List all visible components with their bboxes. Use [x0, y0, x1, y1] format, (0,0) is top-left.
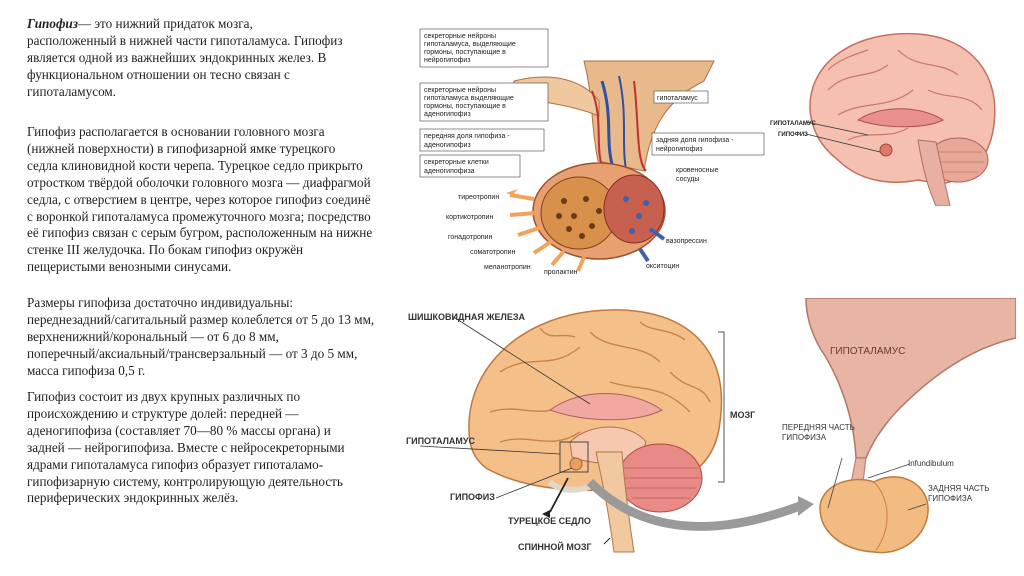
hormone-label: пролактин: [544, 269, 578, 276]
label-posterior-1: ЗАДНЯЯ ЧАСТЬ: [928, 484, 990, 493]
hormone-label: вазопрессин: [666, 238, 707, 245]
label-neurons-adeno-4: аденогипофиз: [424, 111, 471, 118]
label-posterior-lobe-1: задняя доля гипофиза -: [656, 137, 734, 144]
brain-pituitary-figure: ШИШКОВИДНАЯ ЖЕЛЕЗА МОЗГ ГИПОТАЛАМУС ГИПО…: [400, 292, 816, 560]
hormone-label: гонадотропин: [448, 234, 493, 241]
label-pituitary: ГИПОФИЗ: [778, 132, 808, 138]
label-neurons-neuro-4: нейрогипофиз: [424, 56, 470, 64]
label-neurons-neuro-3: гормоны, поступающие в: [424, 49, 506, 56]
structure-paragraph: Гипофиз состоит из двух крупных различны…: [27, 389, 417, 507]
label-anterior-lobe-2: аденогипофиз: [424, 142, 471, 149]
label-anterior-lobe-1: передняя доля гипофиза -: [424, 133, 510, 140]
label-spinal-cord: СПИННОЙ МОЗГ: [518, 541, 592, 552]
location-paragraph: Гипофиз располагается в основании головн…: [27, 124, 427, 276]
label-vessels-2: сосуды: [676, 176, 699, 183]
size-paragraph: Размеры гипофиза достаточно индивидуальн…: [27, 295, 447, 380]
label-posterior-2: ГИПОФИЗА: [928, 494, 973, 503]
hormone-label: тиреотропин: [458, 194, 499, 201]
intro-paragraph: Гипофиз— это нижний придаток мозга, расп…: [27, 16, 347, 101]
label-sella-turcica: ТУРЕЦКОЕ СЕДЛО: [508, 516, 591, 526]
label-vessels-1: кровеносные: [676, 167, 719, 174]
term-hypophysis: Гипофиз: [27, 16, 78, 31]
label-neurons-adeno-1: секреторные нейроны: [424, 86, 496, 94]
label-hypothalamus: ГИПОТАЛАМУС: [830, 346, 905, 357]
label-neurons-adeno-2: гипоталамуса выделяющие: [424, 95, 514, 102]
label-hypothalamus: ГИПОТАЛАМУС: [406, 436, 475, 446]
brain-sagittal-small-figure: ГИПОТАЛАМУС ГИПОФИЗ: [768, 20, 1016, 206]
label-secretory-cells-1: секреторные клетки: [424, 159, 489, 166]
label-infundibulum: Infundibulum: [908, 459, 954, 468]
label-brain: МОЗГ: [730, 410, 755, 420]
hormone-label: меланотропин: [484, 264, 531, 271]
label-pineal-gland: ШИШКОВИДНАЯ ЖЕЛЕЗА: [408, 312, 525, 322]
label-neurons-neuro-2: гипоталамуса, выделяющие: [424, 41, 516, 48]
label-anterior-1: ПЕРЕДНЯЯ ЧАСТЬ: [782, 423, 855, 432]
label-hypothalamus: ГИПОТАЛАМУС: [770, 121, 817, 127]
pituitary-closeup-figure: ГИПОТАЛАМУС ПЕРЕДНЯЯ ЧАСТЬ ГИПОФИЗА Infu…: [780, 298, 1016, 560]
label-anterior-2: ГИПОФИЗА: [782, 433, 827, 442]
label-posterior-lobe-2: нейрогипофиз: [656, 145, 702, 153]
pituitary-detail-figure: секреторные нейроны гипоталамуса, выделя…: [414, 21, 766, 277]
hormone-label: соматотропин: [470, 249, 516, 256]
label-pituitary: ГИПОФИЗ: [450, 492, 495, 502]
label-secretory-cells-2: аденогипофиза: [424, 168, 475, 175]
hormone-label: окситоцин: [646, 263, 679, 270]
label-neurons-neuro-1: секреторные нейроны: [424, 32, 496, 40]
label-hypothalamus: гипоталамус: [657, 95, 698, 102]
hormone-label: кортикотропин: [446, 214, 493, 221]
label-neurons-adeno-3: гормоны, поступающие в: [424, 103, 506, 110]
